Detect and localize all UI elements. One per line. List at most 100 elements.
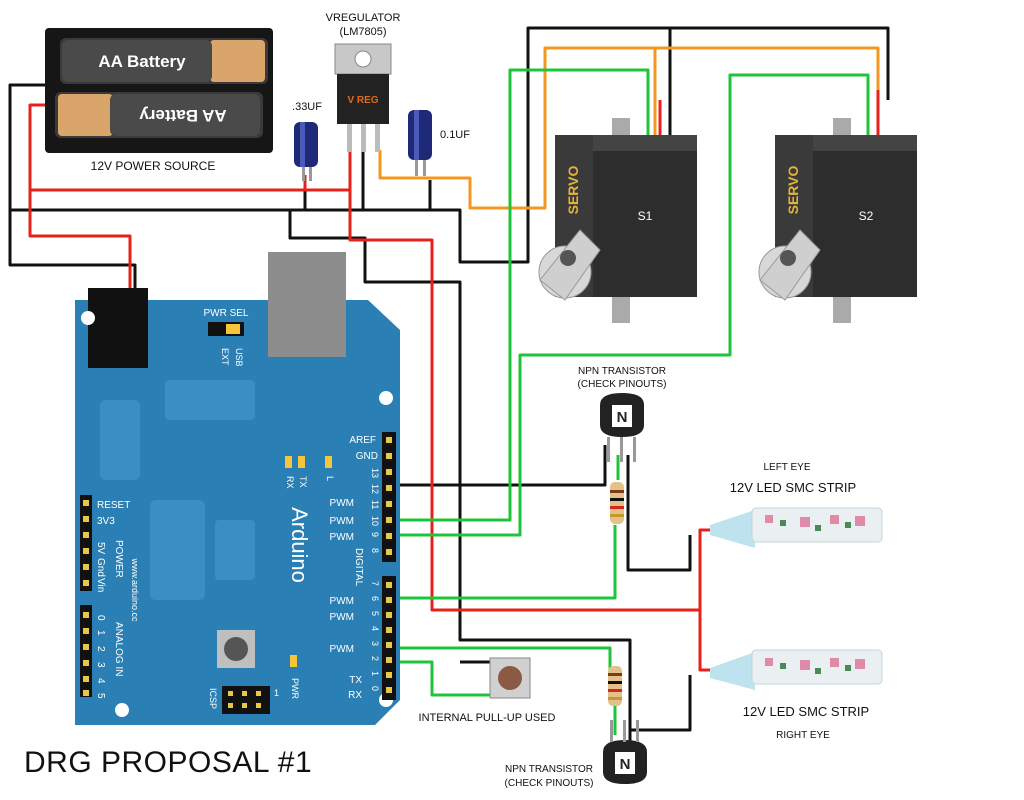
pwm-label: PWM <box>330 612 354 623</box>
digital-pin-label: 3 <box>370 641 380 646</box>
digital-pin-label: 12 <box>370 484 380 494</box>
pin-tx-label: TX <box>349 675 362 686</box>
servo-s1: SERVO S1 <box>538 118 697 323</box>
transistor-top-line2: (CHECK PINOUTS) <box>578 379 667 390</box>
pwm-label: PWM <box>330 532 354 543</box>
capacitor-left-label: .33UF <box>292 101 322 113</box>
transistor-top-line1: NPN TRANSISTOR <box>578 366 666 377</box>
usb-label: USB <box>234 348 244 367</box>
arduino-website: www.arduino.cc <box>130 557 140 622</box>
arduino-brand: Arduino <box>287 507 312 583</box>
digital-pin-label: 6 <box>370 596 380 601</box>
digital-pin-label: 10 <box>370 516 380 526</box>
led-strip-left-eye: LEFT EYE 12V LED SMC STRIP <box>710 462 883 548</box>
battery-pack: AA Battery AA Battery 12V POWER SOURCE <box>45 28 273 173</box>
analog-in-label: ANALOG IN <box>113 622 124 676</box>
gnd-label: GND <box>356 451 378 462</box>
wire-black-transistor1-to-strip <box>626 455 692 572</box>
right-eye-label: RIGHT EYE <box>776 730 830 741</box>
digital-top-pin-labels: 13 12 11 10 9 8 <box>370 468 380 553</box>
wire-orange-5v <box>378 46 880 210</box>
npn-transistor-bottom: N NPN TRANSISTOR (CHECK PINOUTS) <box>505 720 647 789</box>
wire-red-battery-plus <box>28 103 132 290</box>
servo-s2-label: S2 <box>859 209 874 223</box>
digital-pin-label: 2 <box>370 656 380 661</box>
transistor-top-glyph: N <box>617 409 628 426</box>
capacitor-right-label: 0.1UF <box>440 129 470 141</box>
transistor-bottom-line2: (CHECK PINOUTS) <box>505 778 594 789</box>
wire-black-gnd-to-header <box>460 445 607 487</box>
wires <box>8 26 890 755</box>
left-eye-label: LEFT EYE <box>763 462 810 473</box>
l-led-label: L <box>325 476 335 481</box>
resistor-top <box>610 482 624 524</box>
power-label: POWER <box>113 540 124 578</box>
pwr-sel-label: PWR SEL <box>203 308 248 319</box>
tx-led-label: TX <box>298 476 308 488</box>
button-label: INTERNAL PULL-UP USED <box>419 712 556 724</box>
rx-led-label: RX <box>285 476 295 489</box>
digital-pin-label: 7 <box>370 581 380 586</box>
transistor-bottom-line1: NPN TRANSISTOR <box>505 764 593 775</box>
analog-pin-label: 2 <box>95 646 106 652</box>
pwm-label: PWM <box>330 644 354 655</box>
analog-pin-label: 1 <box>95 630 106 636</box>
push-button: INTERNAL PULL-UP USED <box>419 657 556 724</box>
aref-label: AREF <box>349 435 376 446</box>
gnd-power-label: Gnd <box>95 558 106 577</box>
led-strip-right-eye: 12V LED SMC STRIP RIGHT EYE <box>710 649 883 741</box>
regulator-chip-text: V REG <box>347 95 378 106</box>
servo-s1-brand: SERVO <box>565 166 581 215</box>
capacitor-left: .33UF <box>292 101 322 181</box>
wire-black-battery-to-jack <box>8 83 137 290</box>
left-strip-label: 12V LED SMC STRIP <box>730 480 856 495</box>
transistor-bottom-glyph: N <box>620 756 631 773</box>
wire-red-to-left-strip <box>698 528 712 610</box>
vin-label: Vin <box>95 578 106 592</box>
wire-black-gnd-down <box>288 210 632 755</box>
voltage-regulator: VREGULATOR (LM7805) V REG <box>326 12 401 152</box>
pwm-labels: PWM PWM PWM PWM PWM PWM <box>330 498 354 655</box>
regulator-label-line2: (LM7805) <box>339 26 386 38</box>
wire-green-servo1-signal <box>400 68 650 522</box>
usb-connector <box>268 252 346 357</box>
digital-pin-label: 5 <box>370 611 380 616</box>
wire-green-button <box>400 660 490 697</box>
battery-top-label: AA Battery <box>98 52 186 71</box>
servo-s2-brand: SERVO <box>785 166 801 215</box>
digital-pin-label: 4 <box>370 626 380 631</box>
digital-pin-label: 11 <box>370 500 380 509</box>
regulator-label-line1: VREGULATOR <box>326 12 401 24</box>
v5-label: 5V <box>95 542 106 555</box>
pwm-label: PWM <box>330 596 354 607</box>
digital-bottom-pin-labels: 7 6 5 4 3 2 1 0 <box>370 581 380 691</box>
digital-pin-label: 13 <box>370 468 380 478</box>
wire-green-led-left <box>400 525 617 600</box>
analog-pin-labels: 0 1 2 3 4 5 <box>95 615 106 699</box>
battery-bottom-label: AA Battery <box>139 106 227 125</box>
resistor-bottom <box>608 666 622 706</box>
wire-green-servo2-signal <box>400 73 870 537</box>
digital-pin-label: 1 <box>370 671 380 676</box>
digital-pin-label: 8 <box>370 548 380 553</box>
reset-label: RESET <box>97 500 130 511</box>
diagram-title: DRG PROPOSAL #1 <box>24 746 313 779</box>
servo-s2: SERVO S2 <box>758 118 917 323</box>
icsp-label: ICSP <box>208 688 218 709</box>
wire-black-transistor2-to-strip <box>630 675 692 732</box>
pwm-label: PWM <box>330 498 354 509</box>
arduino-board: PWR SEL EXT USB TX RX L PWR Arduino www.… <box>75 252 400 725</box>
capacitor-right: 0.1UF <box>408 110 470 176</box>
analog-pin-label: 4 <box>95 678 106 684</box>
right-strip-label: 12V LED SMC STRIP <box>743 704 869 719</box>
icsp-pin-one: 1 <box>274 688 279 698</box>
power-source-caption: 12V POWER SOURCE <box>91 159 216 173</box>
npn-transistor-top: NPN TRANSISTOR (CHECK PINOUTS) N <box>578 366 667 462</box>
ext-label: EXT <box>220 348 230 366</box>
wire-green-led-right <box>400 646 612 670</box>
wire-red-to-right-strip <box>698 610 712 672</box>
pwm-label: PWM <box>330 516 354 527</box>
pin-rx-label: RX <box>348 690 362 701</box>
wire-black-ground-bus <box>10 26 890 264</box>
